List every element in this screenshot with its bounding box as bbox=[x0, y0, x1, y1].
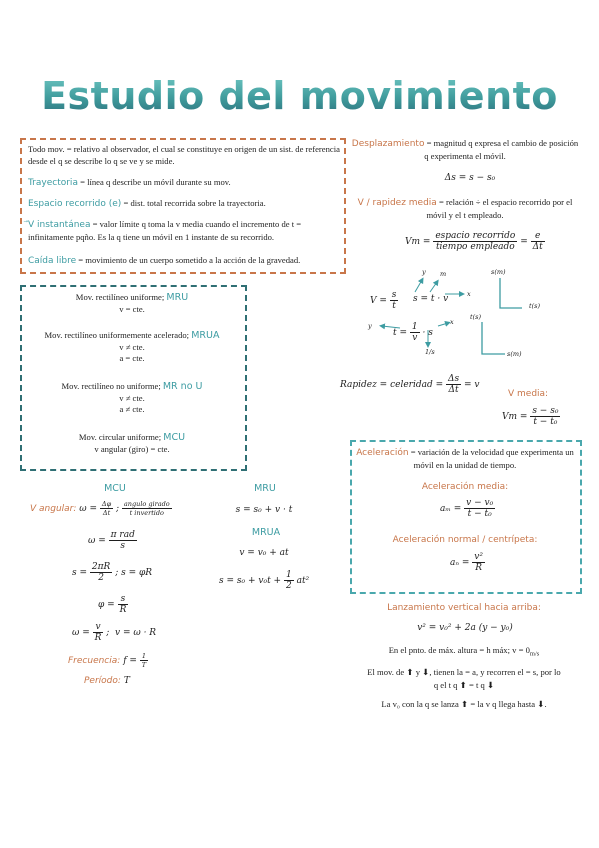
mrnu-abbr: MR no U bbox=[162, 381, 203, 392]
mrua-eq1: v = v₀ + at bbox=[239, 548, 289, 558]
vrapidez-term: V / rapidez media bbox=[357, 198, 437, 208]
periodo-eq: Período: T bbox=[84, 676, 130, 686]
aceleracion-media-label: Aceleración media: bbox=[421, 482, 509, 492]
espacio-term: Espacio recorrido (e) bbox=[28, 199, 122, 209]
graph2-x-label: s(m) bbox=[507, 350, 522, 358]
page-title: Estudio del movimiento bbox=[0, 74, 599, 118]
trayectoria-def: = línea q describe un móvil durante su m… bbox=[77, 177, 231, 187]
acceleration-box bbox=[350, 440, 582, 594]
mcu-header: MCU bbox=[104, 483, 126, 494]
mrnu-type: Mov. rectilíneo no uniforme; MR no U v ≠… bbox=[61, 381, 203, 414]
frecuencia-label: Frecuencia: bbox=[68, 656, 121, 666]
graph1-y-label: s(m) bbox=[491, 268, 506, 276]
mrua-header: MRUA bbox=[251, 527, 281, 538]
vertical-line2: El mov. de ⬆ y ⬇, tienen la = a, y recor… bbox=[367, 667, 561, 677]
desplazamiento-block: Desplazamiento = magnitud q expresa el c… bbox=[351, 138, 579, 161]
arrow-down-icon: ⬇ bbox=[422, 667, 430, 677]
espacio-line: Espacio recorrido (e) = dist. total reco… bbox=[28, 198, 340, 211]
vmedia-label: V media: bbox=[508, 389, 549, 399]
vertical-line1: En el pnto. de máx. altura = h máx; v = … bbox=[388, 645, 540, 658]
periodo-label: Período: bbox=[84, 676, 121, 686]
x-label-2: x bbox=[450, 318, 454, 326]
trayectoria-line: Trayectoria = línea q describe un móvil … bbox=[28, 177, 340, 190]
vinst-line: ⃗V instantánea = valor límite q toma la … bbox=[28, 219, 340, 243]
graph1-x-label: t(s) bbox=[529, 302, 541, 310]
vrapidez-block: V / rapidez media = relación ÷ el espaci… bbox=[357, 197, 573, 220]
aceleracion-term: Aceleración bbox=[356, 448, 409, 458]
graph2-y-label: t(s) bbox=[470, 313, 482, 321]
frac-1s-label: 1/s bbox=[425, 348, 435, 356]
mrua-abbr: MRUA bbox=[191, 330, 220, 341]
aceleracion-normal-label: Aceleración normal / centrípeta: bbox=[392, 535, 538, 545]
m-label: m bbox=[440, 270, 447, 278]
s-tv-eq: s = t · v bbox=[413, 294, 449, 304]
ds-eq: Δs = s − s₀ bbox=[444, 173, 496, 183]
graph-axes bbox=[481, 278, 522, 355]
intro-text: Todo mov. = relativo al observador, el c… bbox=[28, 144, 340, 166]
arrow-down-icon: ⬇ bbox=[537, 699, 545, 709]
arrow-up-icon: ⬆ bbox=[460, 699, 469, 709]
mru-abbr: MRU bbox=[166, 292, 189, 303]
vertical-line3: q el t q ⬆ = t q ⬇ bbox=[433, 680, 495, 690]
mrua-type: Mov. rectilíneo uniformemente acelerado;… bbox=[44, 330, 220, 363]
mru-type: Mov. rectilíneo uniforme; MRU v = cte. bbox=[75, 292, 189, 314]
mcu-abbr: MCU bbox=[163, 432, 186, 443]
y-label-2: y bbox=[368, 322, 372, 330]
lanzamiento-label: Lanzamiento vertical hacia arriba: bbox=[387, 603, 541, 613]
aceleracion-def: Aceleración = variación de la velocidad … bbox=[356, 447, 574, 470]
definitions-box bbox=[20, 138, 346, 274]
trayectoria-term: Trayectoria bbox=[28, 178, 78, 188]
mru-header: MRU bbox=[254, 483, 276, 494]
mcu-type: Mov. circular uniforme; MCU v angular (g… bbox=[78, 432, 186, 454]
movement-types-box bbox=[20, 285, 247, 471]
arrow-down-icon: ⬇ bbox=[486, 680, 495, 690]
x-label-1: x bbox=[467, 290, 471, 298]
motion-arrows-diagram bbox=[379, 277, 465, 348]
caida-line: Caída libre = movimiento de un cuerpo so… bbox=[28, 255, 340, 268]
arrow-up-icon: ⬆ bbox=[459, 680, 467, 690]
arrow-up-icon: ⬆ bbox=[406, 667, 414, 677]
vertical-line4: La v₀ con la q se lanza ⬆ = la v q llega… bbox=[381, 699, 547, 709]
caida-term: Caída libre bbox=[28, 256, 77, 266]
caida-def: = movimiento de un cuerpo sometido a la … bbox=[76, 255, 301, 265]
y-label-1: y bbox=[422, 268, 426, 276]
desplazamiento-term: Desplazamiento bbox=[351, 139, 425, 149]
vangular-label: V angular: bbox=[30, 504, 77, 514]
mru-eq: s = s₀ + v · t bbox=[235, 505, 293, 515]
vinst-term: ⃗V instantánea bbox=[28, 220, 91, 230]
lanzamiento-eq: v² = v₀² + 2a (y − y₀) bbox=[417, 623, 513, 633]
vinst-def: = valor límite q toma la v media cuando … bbox=[28, 219, 302, 242]
espacio-def: = dist. total recorrida sobre la trayect… bbox=[121, 198, 266, 208]
